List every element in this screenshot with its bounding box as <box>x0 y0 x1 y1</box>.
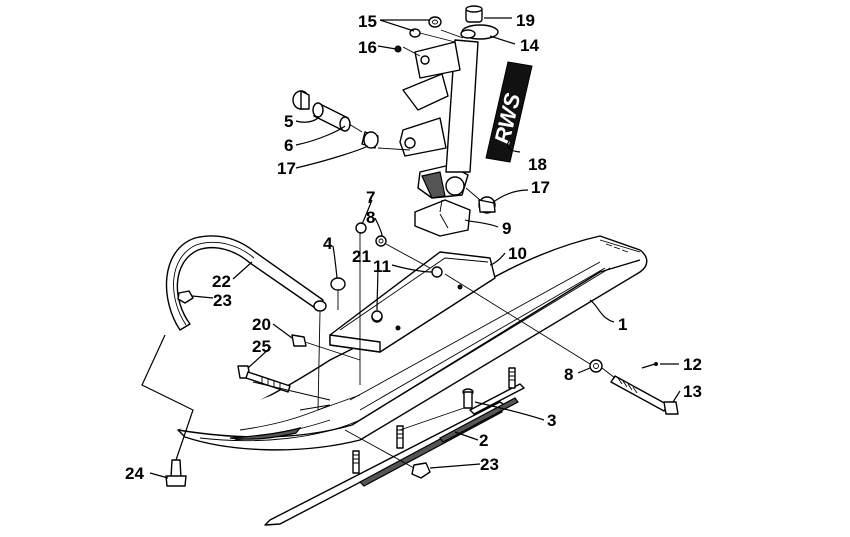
callout-labels: 15 16 19 14 5 6 17 18 17 7 8 9 10 4 21 1… <box>125 11 702 483</box>
assembly-lines <box>141 29 616 469</box>
callout-24: 24 <box>125 464 144 483</box>
ski-loop <box>165 235 327 331</box>
callout-18: 18 <box>528 155 547 174</box>
spindle-lower <box>417 164 469 199</box>
callout-1: 1 <box>618 315 627 334</box>
callout-19: 19 <box>516 11 535 30</box>
rws-decal-text: RWS <box>490 91 526 147</box>
callout-10: 10 <box>508 244 527 263</box>
callout-20: 20 <box>252 315 271 334</box>
callout-21: 21 <box>352 247 371 266</box>
bushings <box>292 90 496 214</box>
callout-5: 5 <box>284 112 293 131</box>
callout-23b: 23 <box>480 455 499 474</box>
callout-17a: 17 <box>277 159 296 178</box>
callout-14: 14 <box>520 36 539 55</box>
spindle-cap <box>460 5 499 40</box>
callout-2: 2 <box>479 431 488 450</box>
callout-9: 9 <box>502 219 511 238</box>
nut-washer-upper <box>355 222 387 247</box>
spindle-bolt <box>610 362 679 415</box>
callout-7: 7 <box>366 188 375 207</box>
callout-4: 4 <box>323 234 333 253</box>
callout-16: 16 <box>358 38 377 57</box>
callout-11: 11 <box>373 257 391 276</box>
bolts <box>165 334 307 487</box>
spindle-block <box>414 199 471 237</box>
callout-8b: 8 <box>564 365 573 384</box>
callout-13: 13 <box>683 382 702 401</box>
callout-25: 25 <box>252 337 271 356</box>
callout-15: 15 <box>358 12 377 31</box>
callout-17b: 17 <box>531 178 550 197</box>
callout-22: 22 <box>212 272 231 291</box>
nuts <box>177 277 431 479</box>
ski-body <box>177 235 648 451</box>
callout-3: 3 <box>547 411 556 430</box>
callout-23a: 23 <box>213 291 232 310</box>
callout-6: 6 <box>284 136 293 155</box>
leader-lines <box>149 17 681 479</box>
ski-runner <box>264 397 519 526</box>
wear-bar <box>352 367 525 474</box>
spindle-tube <box>399 39 479 173</box>
rws-decal: RWS <box>485 61 533 163</box>
callout-12: 12 <box>683 355 702 374</box>
washer-lower <box>589 359 603 373</box>
callout-8a: 8 <box>366 208 375 227</box>
